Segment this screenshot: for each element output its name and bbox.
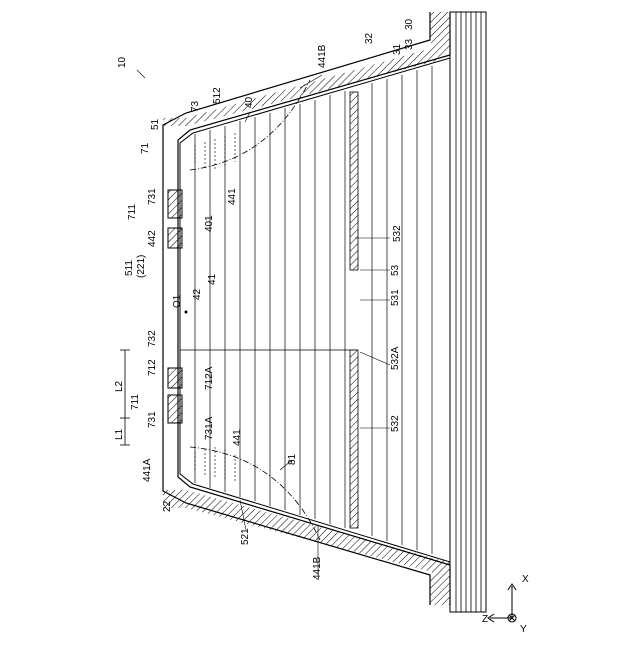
label-32: 32 bbox=[364, 32, 375, 44]
label-81: 81 bbox=[287, 453, 298, 465]
label-L2: L2 bbox=[114, 380, 125, 392]
label-30: 30 bbox=[404, 18, 415, 30]
center-point-O1 bbox=[185, 311, 188, 314]
label-31: 31 bbox=[392, 43, 403, 55]
label-L1: L1 bbox=[114, 428, 125, 440]
axis-label-y: Y bbox=[520, 624, 527, 635]
label-441-top: 441 bbox=[227, 188, 238, 205]
label-442: 442 bbox=[147, 230, 158, 247]
label-22: 22 bbox=[162, 500, 173, 512]
label-532A: 532A bbox=[390, 346, 401, 370]
label-731A: 731A bbox=[204, 416, 215, 440]
label-511: 511 bbox=[124, 260, 135, 276]
axis-label-z: Z bbox=[482, 614, 488, 625]
axis-indicator bbox=[488, 584, 516, 622]
label-51: 51 bbox=[150, 118, 161, 130]
label-532-top: 532 bbox=[392, 225, 403, 242]
label-10: 10 bbox=[117, 56, 128, 68]
label-441B-top: 441B bbox=[317, 44, 328, 68]
label-71: 71 bbox=[140, 142, 151, 154]
layer-53-lower bbox=[350, 350, 358, 528]
label-221: (221) bbox=[136, 255, 147, 278]
label-73: 73 bbox=[190, 100, 201, 112]
label-712A: 712A bbox=[204, 366, 215, 390]
label-521: 521 bbox=[240, 528, 251, 545]
label-512: 512 bbox=[212, 87, 223, 104]
label-532-bottom: 532 bbox=[390, 415, 401, 432]
label-42: 42 bbox=[192, 288, 203, 300]
label-O1: O1 bbox=[172, 294, 183, 308]
label-40: 40 bbox=[244, 96, 255, 108]
label-441A: 441A bbox=[142, 458, 153, 482]
label-33: 33 bbox=[404, 38, 415, 50]
layer-53-upper bbox=[350, 92, 358, 270]
label-53: 53 bbox=[390, 264, 401, 276]
label-531: 531 bbox=[390, 289, 401, 306]
axis-label-x: X bbox=[522, 574, 529, 585]
label-441-bottom: 441 bbox=[232, 429, 243, 446]
label-41: 41 bbox=[207, 273, 218, 285]
label-731-bottom: 731 bbox=[147, 411, 158, 428]
label-712: 712 bbox=[147, 359, 158, 376]
substrate-layer-stack bbox=[450, 12, 486, 612]
label-711-top: 711 bbox=[127, 204, 138, 220]
label-441B-bottom: 441B bbox=[312, 556, 323, 580]
label-401: 401 bbox=[204, 215, 215, 232]
label-732: 732 bbox=[147, 330, 158, 347]
label-731-top: 731 bbox=[147, 188, 158, 205]
label-711-bottom: 711 bbox=[130, 394, 141, 410]
